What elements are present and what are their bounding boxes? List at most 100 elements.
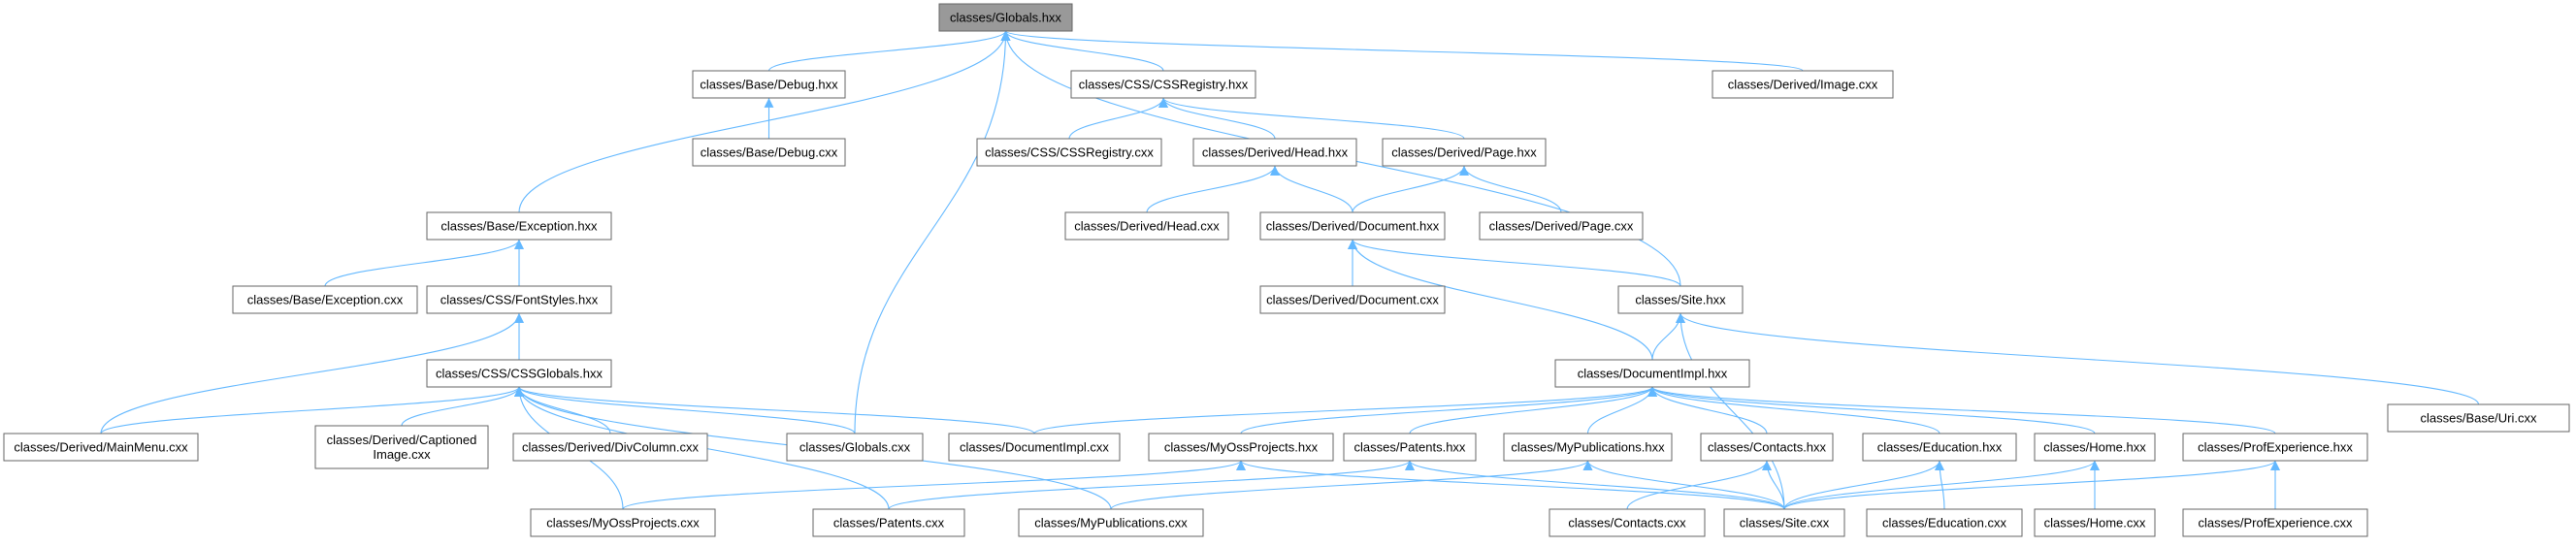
node-box[interactable] bbox=[812, 508, 965, 537]
node-box[interactable] bbox=[2034, 433, 2156, 462]
node-box[interactable] bbox=[1723, 508, 1845, 537]
graph-node-n14[interactable]: classes/Derived/Document.cxx bbox=[1259, 285, 1446, 314]
node-label: classes/MyPublications.cxx bbox=[1034, 516, 1188, 531]
node-box[interactable] bbox=[426, 285, 612, 314]
graph-node-n7[interactable]: classes/Derived/Head.cxx bbox=[1064, 211, 1229, 241]
graph-node-n16[interactable]: classes/CSS/CSSGlobals.hxx bbox=[426, 359, 612, 388]
node-box[interactable] bbox=[1192, 138, 1357, 167]
graph-node-n34[interactable]: classes/Contacts.cxx bbox=[1549, 508, 1706, 537]
node-box[interactable] bbox=[1382, 138, 1547, 167]
node-box[interactable] bbox=[1343, 433, 1477, 462]
node-box[interactable] bbox=[2182, 508, 2368, 537]
graph-node-n24[interactable]: classes/MyOssProjects.hxx bbox=[1148, 433, 1334, 462]
node-box[interactable] bbox=[1064, 211, 1229, 241]
node-box[interactable] bbox=[1259, 211, 1446, 241]
graph-node-n27[interactable]: classes/Contacts.hxx bbox=[1700, 433, 1834, 462]
node-box[interactable] bbox=[232, 285, 418, 314]
graph-node-n6[interactable]: classes/Derived/Page.hxx bbox=[1382, 138, 1547, 167]
graph-node-n36[interactable]: classes/Education.cxx bbox=[1866, 508, 2023, 537]
nodes-layer: classes/Globals.hxx classes/Base/Debug.hx… bbox=[3, 3, 2570, 537]
node-box[interactable] bbox=[1148, 433, 1334, 462]
graph-node-n32[interactable]: classes/Patents.cxx bbox=[812, 508, 965, 537]
node-box[interactable] bbox=[512, 433, 708, 462]
graph-node-n35[interactable]: classes/Site.cxx bbox=[1723, 508, 1845, 537]
node-box[interactable] bbox=[938, 3, 1073, 32]
node-box[interactable] bbox=[1070, 70, 1256, 99]
graph-node-n22[interactable]: classes/Globals.cxx bbox=[786, 433, 924, 462]
graph-node-n0[interactable]: classes/Globals.hxx bbox=[938, 3, 1073, 32]
graph-node-n30[interactable]: classes/ProfExperience.hxx bbox=[2182, 433, 2368, 462]
node-box[interactable] bbox=[1549, 508, 1706, 537]
graph-node-n26[interactable]: classes/MyPublications.hxx bbox=[1503, 433, 1673, 462]
node-label: classes/Derived/MainMenu.cxx bbox=[14, 440, 188, 455]
node-box[interactable] bbox=[786, 433, 924, 462]
edge-n27-n34 bbox=[1626, 460, 1772, 510]
graph-node-n33[interactable]: classes/MyPublications.cxx bbox=[1018, 508, 1204, 537]
graph-node-n15[interactable]: classes/Site.hxx bbox=[1617, 285, 1744, 314]
edge-n3-n4 bbox=[1068, 97, 1168, 140]
edge-n16-n22 bbox=[514, 386, 856, 434]
edge-n11-n12 bbox=[324, 239, 524, 287]
edge-n27-n35 bbox=[1762, 460, 1785, 510]
edge-n30-n35 bbox=[1783, 460, 2280, 510]
graph-node-n25[interactable]: classes/Patents.hxx bbox=[1343, 433, 1477, 462]
node-box[interactable] bbox=[314, 425, 489, 469]
node-box[interactable] bbox=[692, 70, 846, 99]
node-box[interactable] bbox=[426, 359, 612, 388]
node-box[interactable] bbox=[1018, 508, 1204, 537]
node-box[interactable] bbox=[976, 138, 1162, 167]
node-label: classes/Site.cxx bbox=[1740, 516, 1830, 531]
node-box[interactable] bbox=[2387, 403, 2570, 433]
edge-n0-n1 bbox=[767, 30, 1011, 72]
graph-node-n9[interactable]: classes/Derived/Page.cxx bbox=[1479, 211, 1644, 241]
edge-n0-n3 bbox=[1000, 30, 1164, 72]
node-label: classes/ProfExperience.hxx bbox=[2198, 440, 2353, 455]
node-box[interactable] bbox=[1700, 433, 1834, 462]
graph-node-n2[interactable]: classes/Base/Debug.cxx bbox=[692, 138, 846, 167]
node-box[interactable] bbox=[692, 138, 846, 167]
graph-node-n29[interactable]: classes/Home.hxx bbox=[2034, 433, 2156, 462]
node-box[interactable] bbox=[1503, 433, 1673, 462]
graph-node-n3[interactable]: classes/CSS/CSSRegistry.hxx bbox=[1070, 70, 1256, 99]
node-label: classes/CSS/FontStyles.hxx bbox=[440, 293, 599, 307]
node-box[interactable] bbox=[426, 211, 612, 241]
graph-node-n21[interactable]: classes/Derived/DivColumn.cxx bbox=[512, 433, 708, 462]
node-label: classes/DocumentImpl.cxx bbox=[960, 440, 1109, 455]
graph-node-n38[interactable]: classes/ProfExperience.cxx bbox=[2182, 508, 2368, 537]
node-box[interactable] bbox=[530, 508, 716, 537]
node-label: classes/Contacts.cxx bbox=[1568, 516, 1686, 531]
node-box[interactable] bbox=[1617, 285, 1744, 314]
graph-node-n17[interactable]: classes/DocumentImpl.hxx bbox=[1554, 359, 1750, 388]
node-box[interactable] bbox=[1554, 359, 1750, 388]
graph-node-n13[interactable]: classes/CSS/FontStyles.hxx bbox=[426, 285, 612, 314]
graph-node-n5[interactable]: classes/Derived/Head.hxx bbox=[1192, 138, 1357, 167]
graph-node-n19[interactable]: classes/Derived/MainMenu.cxx bbox=[3, 433, 199, 462]
node-label: classes/Contacts.hxx bbox=[1708, 440, 1827, 455]
graph-node-n37[interactable]: classes/Home.cxx bbox=[2034, 508, 2156, 537]
graph-node-n23[interactable]: classes/DocumentImpl.cxx bbox=[948, 433, 1121, 462]
node-label: classes/MyOssProjects.cxx bbox=[546, 516, 700, 531]
graph-node-n11[interactable]: classes/Base/Exception.hxx bbox=[426, 211, 612, 241]
node-box[interactable] bbox=[1866, 508, 2023, 537]
node-box[interactable] bbox=[2182, 433, 2368, 462]
graph-node-n8[interactable]: classes/Derived/Document.hxx bbox=[1259, 211, 1446, 241]
graph-node-n4[interactable]: classes/CSS/CSSRegistry.cxx bbox=[976, 138, 1162, 167]
node-label: classes/Derived/Page.cxx bbox=[1489, 219, 1634, 234]
graph-node-n28[interactable]: classes/Education.hxx bbox=[1862, 433, 2017, 462]
node-box[interactable] bbox=[1479, 211, 1644, 241]
graph-node-n10[interactable]: classes/Derived/Image.cxx bbox=[1712, 70, 1894, 99]
node-box[interactable] bbox=[1712, 70, 1894, 99]
graph-node-n12[interactable]: classes/Base/Exception.cxx bbox=[232, 285, 418, 314]
edge-n17-n23 bbox=[1033, 386, 1657, 434]
graph-node-n18[interactable]: classes/Base/Uri.cxx bbox=[2387, 403, 2570, 433]
node-label: classes/Derived/Document.hxx bbox=[1266, 219, 1440, 234]
node-box[interactable] bbox=[1862, 433, 2017, 462]
node-box[interactable] bbox=[2034, 508, 2156, 537]
node-box[interactable] bbox=[3, 433, 199, 462]
graph-node-n31[interactable]: classes/MyOssProjects.cxx bbox=[530, 508, 716, 537]
graph-node-n1[interactable]: classes/Base/Debug.hxx bbox=[692, 70, 846, 99]
node-box[interactable] bbox=[1259, 285, 1446, 314]
node-box[interactable] bbox=[948, 433, 1121, 462]
